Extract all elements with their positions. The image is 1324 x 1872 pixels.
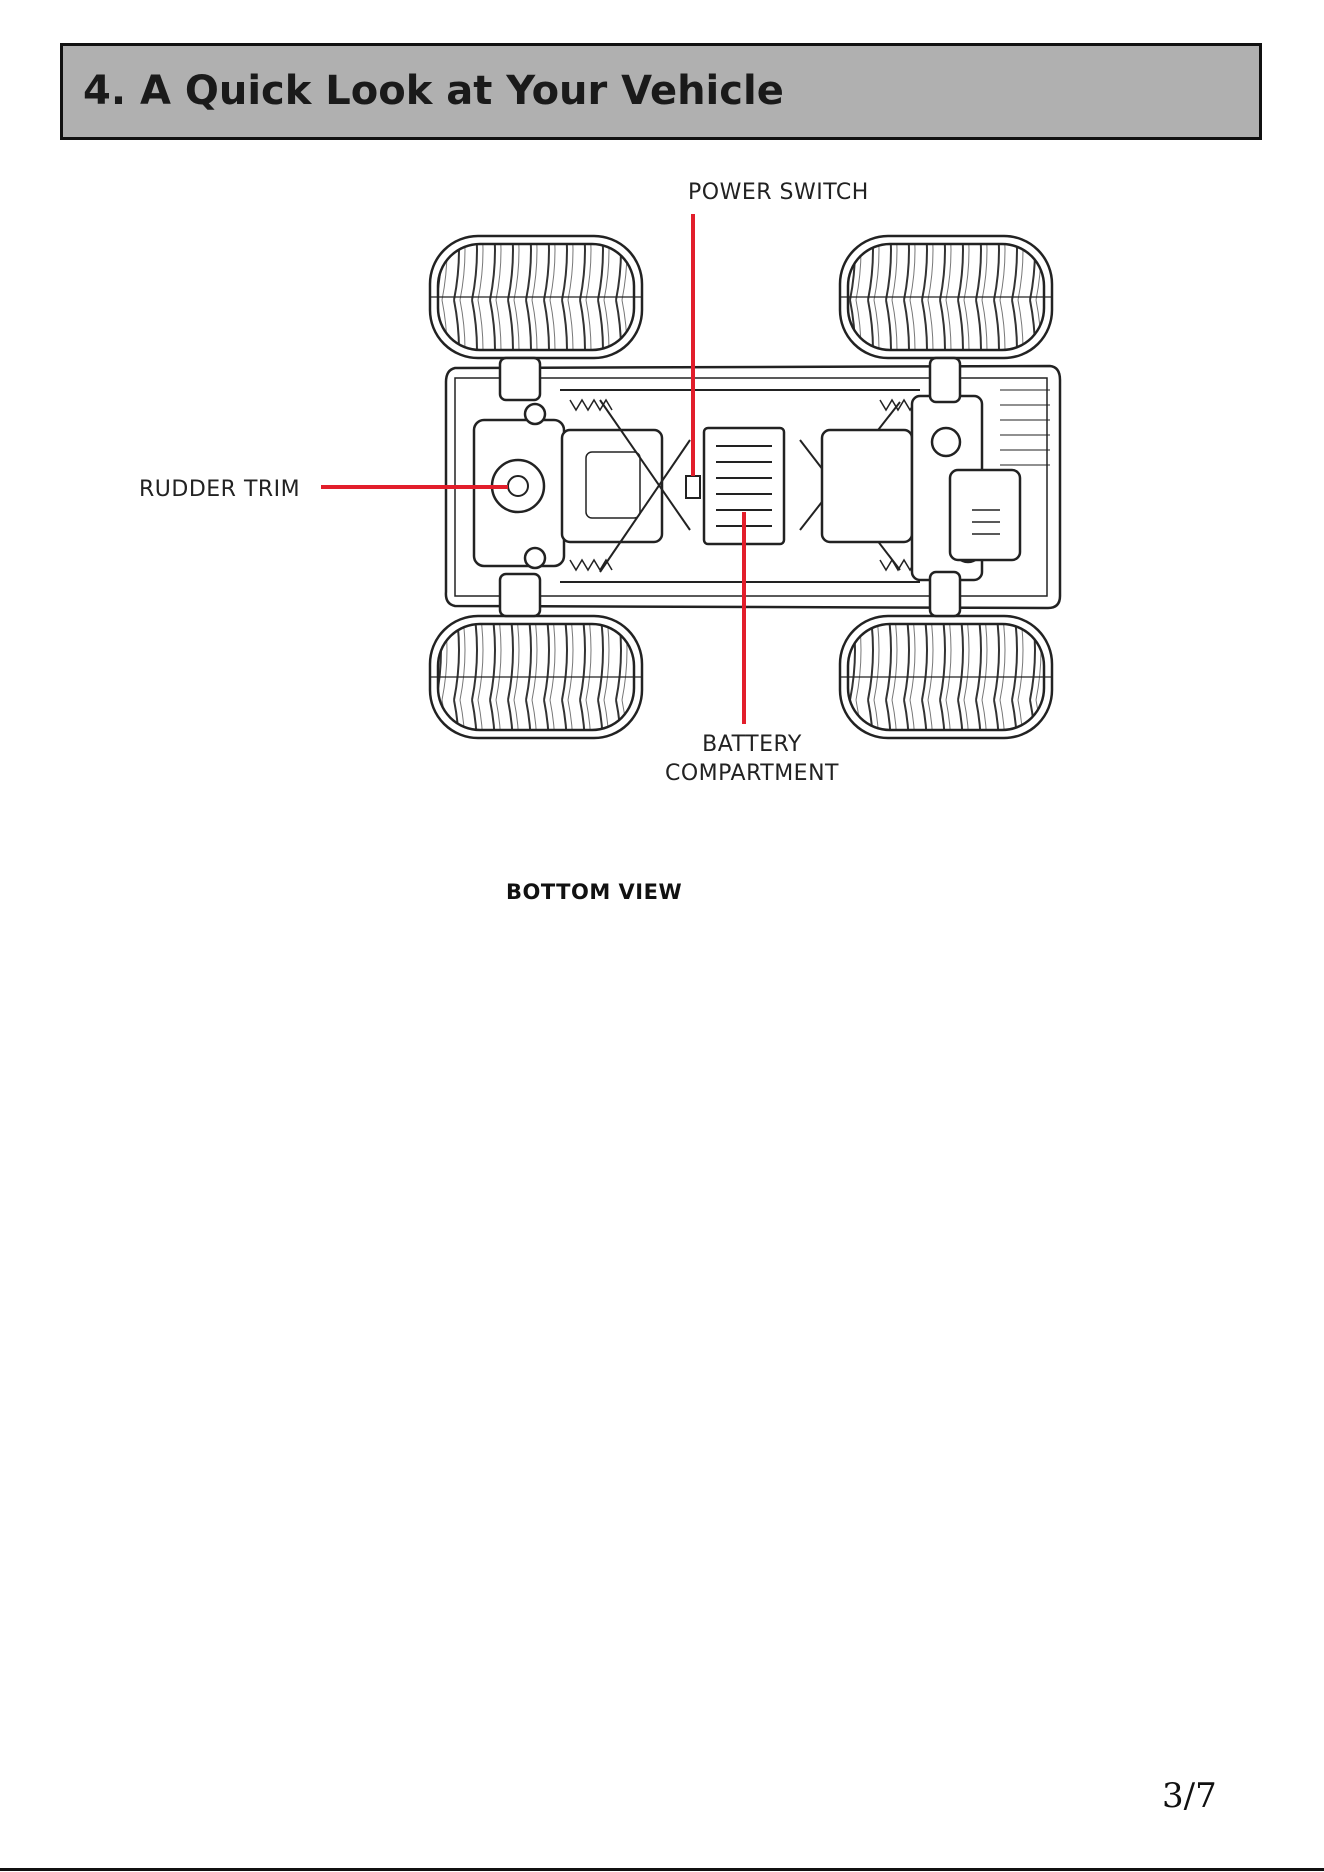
battery-label-line1: BATTERY — [652, 730, 852, 759]
bottom-rule — [0, 1868, 1324, 1871]
wheel-rear-left — [840, 236, 1052, 358]
battery-label-line2: COMPARTMENT — [652, 759, 852, 788]
power-switch-label: POWER SWITCH — [688, 180, 869, 205]
bottom-view-caption: BOTTOM VIEW — [506, 880, 682, 904]
page-number: 3/7 — [1162, 1776, 1217, 1816]
battery-compartment-label: BATTERY COMPARTMENT — [652, 730, 852, 788]
rudder-trim-label: RUDDER TRIM — [139, 477, 300, 502]
wheel-front-right — [430, 616, 642, 738]
chassis — [446, 358, 1060, 616]
wheel-front-left — [430, 236, 642, 358]
wheel-rear-right — [840, 616, 1052, 738]
